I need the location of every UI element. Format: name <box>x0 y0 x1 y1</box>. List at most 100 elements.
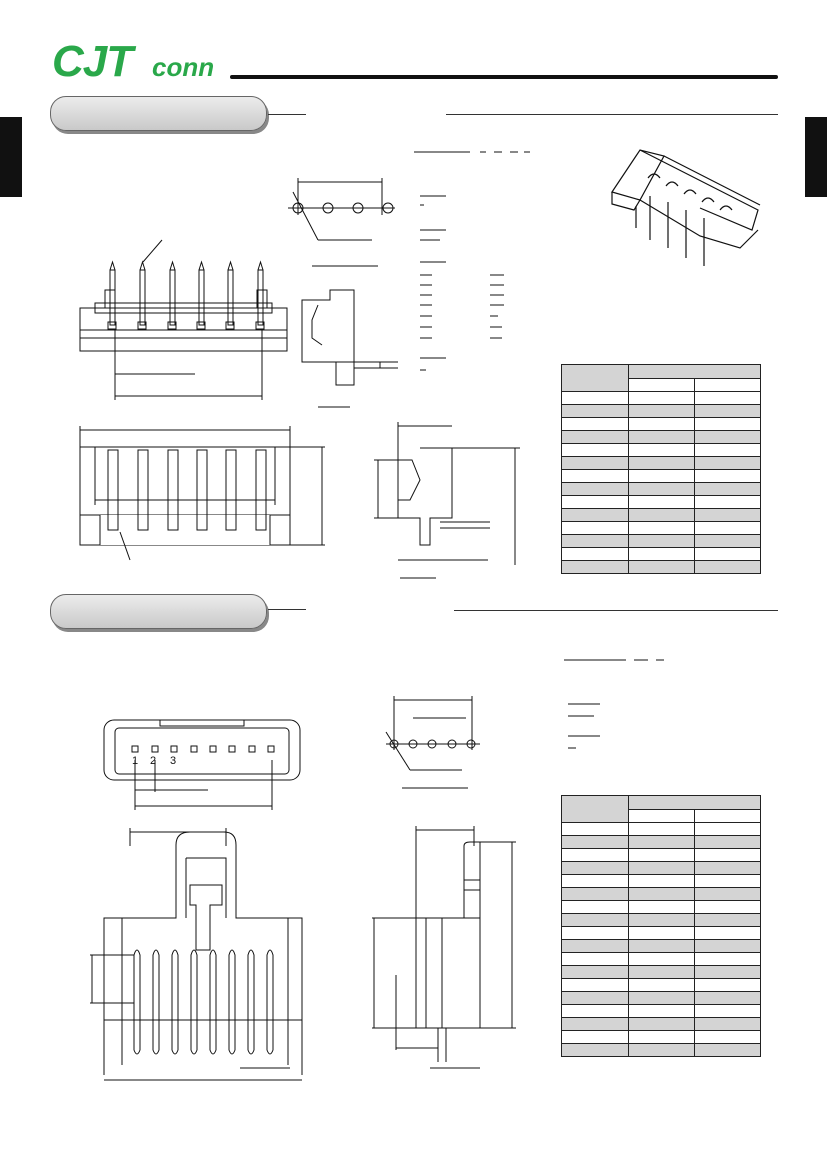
table-cell <box>628 835 695 849</box>
section-1-title-bar <box>50 96 267 131</box>
table-cell <box>694 939 761 953</box>
table-cell <box>628 952 695 966</box>
table-row <box>561 861 761 875</box>
s2-front-view <box>90 828 303 1081</box>
table-cell <box>628 469 695 483</box>
section-1-rule-b <box>446 114 778 115</box>
table-cell <box>694 456 761 470</box>
table-header-cell <box>694 808 761 823</box>
table-cell <box>628 991 695 1005</box>
table-row <box>561 495 761 509</box>
right-edge-tab <box>805 117 827 197</box>
table-cell <box>694 417 761 431</box>
table-cell <box>694 1030 761 1044</box>
table-cell <box>694 482 761 496</box>
table-cell <box>628 848 695 862</box>
table-row <box>561 1004 761 1018</box>
table-row <box>561 417 761 431</box>
table-header-cell <box>628 377 695 392</box>
table-header-cell <box>561 364 629 392</box>
table-cell <box>628 1017 695 1031</box>
s2-notes-lines <box>564 659 664 749</box>
table-cell <box>561 848 629 862</box>
table-cell <box>561 560 629 574</box>
left-edge-tab <box>0 117 22 197</box>
table-cell <box>561 391 629 405</box>
table-cell <box>628 495 695 509</box>
table-header-row <box>561 364 761 392</box>
table-cell <box>694 926 761 940</box>
table-cell <box>561 521 629 535</box>
s2-side-view <box>372 826 516 1069</box>
table-header-row <box>561 795 761 823</box>
s1-pcb-layout <box>288 178 395 267</box>
table-cell <box>561 482 629 496</box>
table-cell <box>628 430 695 444</box>
table-row <box>561 521 761 535</box>
table-cell <box>628 874 695 888</box>
logo-sub-text: conn <box>152 52 215 82</box>
table-cell <box>694 404 761 418</box>
table-cell <box>561 404 629 418</box>
table-cell <box>694 508 761 522</box>
table-row <box>561 926 761 940</box>
table-cell <box>628 521 695 535</box>
table-cell <box>561 822 629 836</box>
table-cell <box>561 534 629 548</box>
table-header-cell <box>628 808 695 823</box>
table-cell <box>628 1043 695 1057</box>
table-cell <box>694 443 761 457</box>
table-cell <box>694 874 761 888</box>
table-cell <box>628 404 695 418</box>
table-cell <box>628 547 695 561</box>
table-row <box>561 534 761 548</box>
table-row <box>561 874 761 888</box>
table-cell <box>561 939 629 953</box>
table-cell <box>561 456 629 470</box>
table-cell <box>628 534 695 548</box>
table-cell <box>628 861 695 875</box>
table-row <box>561 939 761 953</box>
table-cell <box>694 835 761 849</box>
table-cell <box>561 495 629 509</box>
table-cell <box>561 430 629 444</box>
table-row <box>561 978 761 992</box>
table-row <box>561 391 761 405</box>
table-header-row <box>562 377 761 392</box>
pin-label-2: 2 <box>150 755 156 767</box>
brand-logo: CJT conn <box>52 40 227 84</box>
table-cell <box>561 900 629 914</box>
table-cell <box>694 861 761 875</box>
table-row <box>561 1017 761 1031</box>
table-cell <box>628 887 695 901</box>
table-cell <box>561 1004 629 1018</box>
table-cell <box>628 456 695 470</box>
table-cell <box>561 835 629 849</box>
table-cell <box>694 848 761 862</box>
table-cell <box>561 443 629 457</box>
table-cell <box>694 1004 761 1018</box>
table-cell <box>694 521 761 535</box>
section-2-rule-b <box>454 610 778 611</box>
table-cell <box>628 913 695 927</box>
table-header-cell <box>561 795 629 823</box>
table-cell <box>694 547 761 561</box>
table-row <box>561 991 761 1005</box>
table-row <box>561 913 761 927</box>
table-row <box>561 952 761 966</box>
s1-front-view <box>79 239 288 400</box>
table-row <box>561 560 761 574</box>
table-cell <box>561 952 629 966</box>
pin-label-3: 3 <box>170 755 176 767</box>
table-row <box>561 900 761 914</box>
table-cell <box>561 469 629 483</box>
table-cell <box>561 874 629 888</box>
table-row <box>561 848 761 862</box>
table-cell <box>694 1043 761 1057</box>
table-cell <box>628 1004 695 1018</box>
table-cell <box>694 560 761 574</box>
table-row <box>561 456 761 470</box>
section-2-rule-a <box>268 609 306 610</box>
table-cell <box>694 900 761 914</box>
table-cell <box>694 991 761 1005</box>
